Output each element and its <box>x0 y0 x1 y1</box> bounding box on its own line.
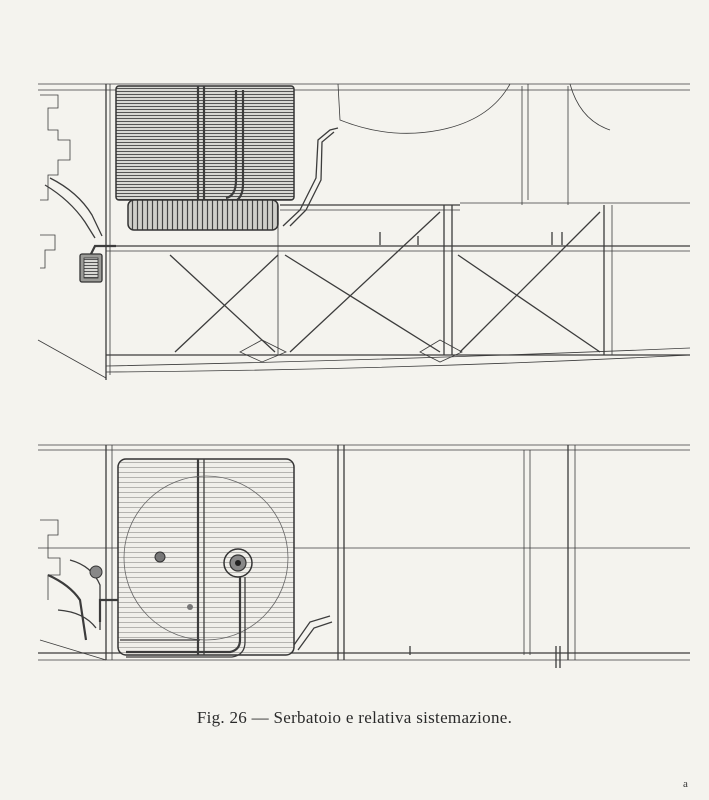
fuel-tank-side <box>115 85 295 231</box>
corner-mark: a <box>683 778 688 790</box>
figure-caption: Fig. 26 — Serbatoio e relativa sistemazi… <box>196 708 513 727</box>
fuel-tank-plan <box>117 458 295 658</box>
plan-view <box>38 444 690 668</box>
side-elevation-view <box>37 83 691 380</box>
